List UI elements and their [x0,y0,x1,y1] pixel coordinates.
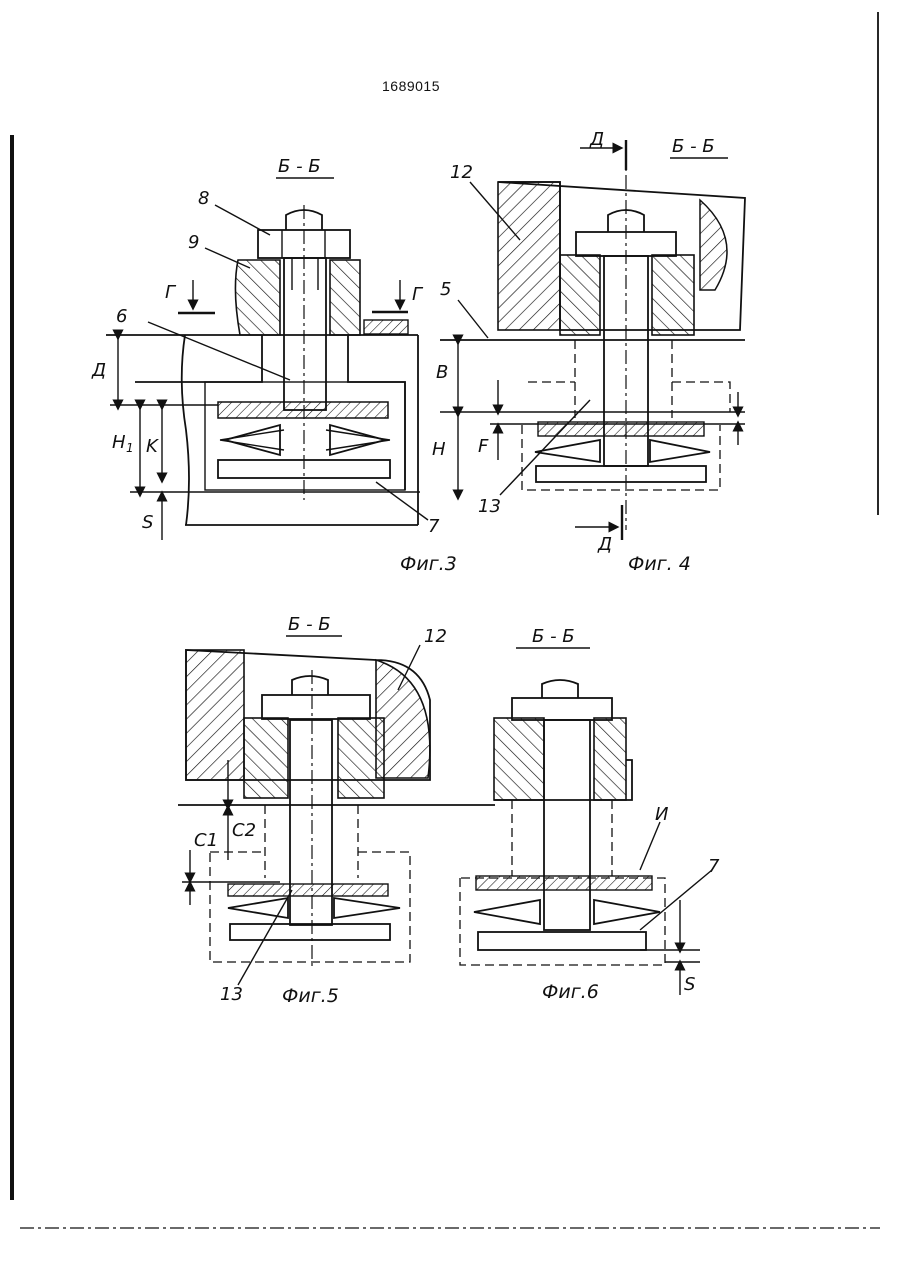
fig3-label-8: 8 [198,188,209,209]
fig3-break-line [182,335,189,525]
fig4-caption: Фиг. 4 [628,553,691,575]
fig3-section-label: Б - Б [278,156,321,177]
fig5-caption: Фиг.5 [282,985,339,1007]
fig6-section-label: Б - Б [532,626,575,647]
fig3-arrow-label-right: Г [412,284,424,305]
fig4-dim-F: F [478,436,489,457]
fig3-label-7: 7 [428,516,440,537]
fig3-arrow-label-left: Г [165,282,177,303]
fig5-label-13: 13 [220,984,243,1005]
fig3-label-9: 9 [188,232,199,253]
fig5-dim-C2: С2 [232,820,256,841]
page-borders [12,12,880,1228]
fig5-part-12-left [186,650,244,780]
fig3-dim-S: S [142,512,153,533]
figure-5: Б - Б С2 С1 [178,614,495,1007]
fig5-section-label: Б - Б [288,614,331,635]
fig3-dim-H1-subscript: 1 [126,441,134,455]
fig4-arrow-label-top: Д [589,129,604,150]
fig4-label-5: 5 [440,279,451,300]
fig6-dim-S: S [684,974,695,995]
fig3-label-6: 6 [116,306,127,327]
fig4-arrow-label-bottom: Д [597,534,612,555]
fig4-dim-B: В [436,362,448,383]
fig6-caption: Фиг.6 [542,981,599,1003]
fig5-label-12: 12 [424,626,447,647]
figure-4: Б - Б Д Д [432,129,745,575]
figure-6: Б - Б S И 7 Фиг.6 [460,626,720,1003]
fig6-label-I: И [655,804,668,825]
fig6-label-7: 7 [708,856,720,877]
fig4-part-12 [498,182,560,330]
fig3-dim-K: K [146,436,159,457]
fig3-bolt [284,258,326,410]
fig4-section-label: Б - Б [672,136,715,157]
figure-3: Б - Б [91,156,457,575]
fig5-dim-C1: С1 [194,830,218,851]
fig3-dim-H1: H [112,432,126,453]
fig3-caption: Фиг.3 [400,553,457,575]
fig3-dim-D: Д [91,360,106,381]
fig4-label-13: 13 [478,496,501,517]
fig4-dim-H: H [432,439,446,460]
fig4-label-12: 12 [450,162,473,183]
